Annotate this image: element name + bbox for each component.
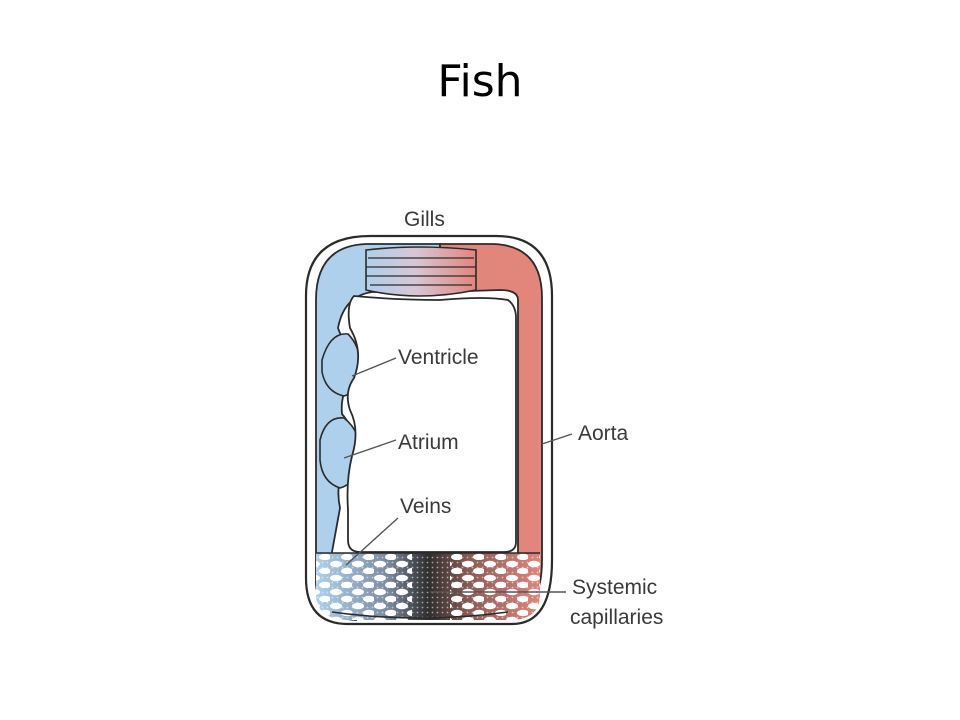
slide-title: Fish — [437, 56, 523, 107]
ventricle-leader — [351, 357, 397, 377]
atrium-leader — [343, 439, 397, 459]
systemic-label: Systemic — [572, 576, 657, 599]
gills-structure — [365, 246, 477, 297]
atrium-label: Atrium — [398, 431, 459, 454]
veins-leader — [345, 517, 399, 566]
ventricle-label: Ventricle — [398, 346, 479, 369]
veins-label: Veins — [400, 495, 451, 518]
body-outline — [304, 234, 554, 626]
systemic-capillary-bed — [316, 553, 540, 620]
aorta-label: Aorta — [578, 422, 629, 445]
capillaries-label: capillaries — [570, 606, 663, 629]
aorta-leader — [541, 433, 573, 445]
gills-label: Gills — [404, 208, 445, 231]
